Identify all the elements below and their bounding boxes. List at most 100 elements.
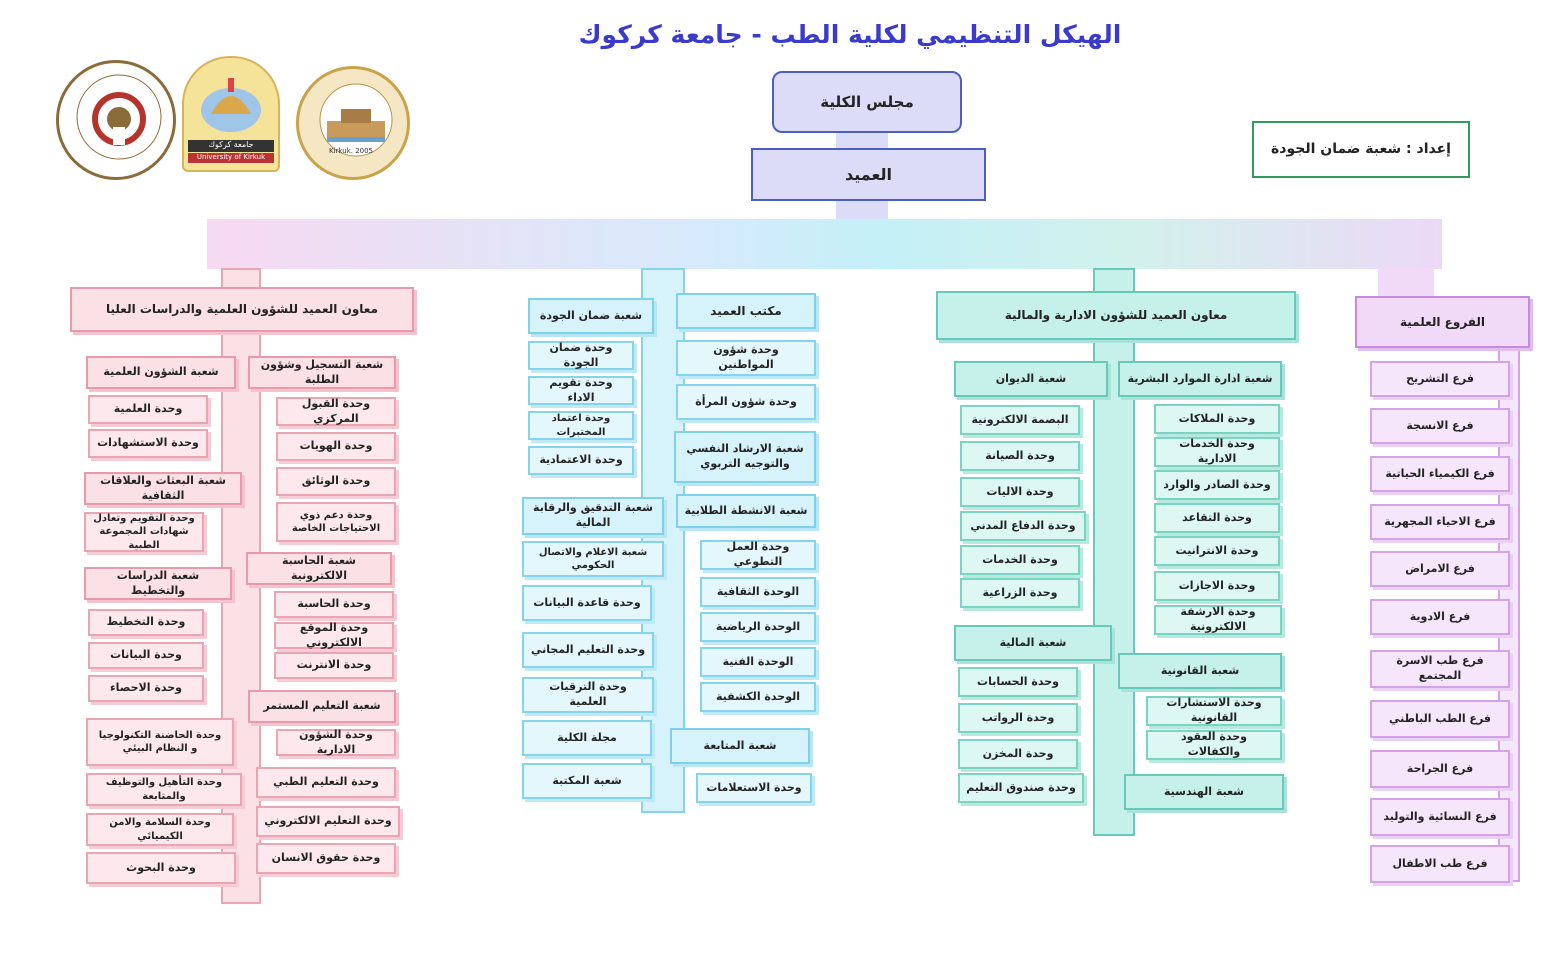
diwan-unit: وحدة الصيانة [960, 441, 1080, 471]
council-box: مجلس الكلية [772, 71, 962, 133]
hr-unit: وحدة الصادر والوارد [1154, 470, 1280, 500]
main-bus [207, 219, 1442, 269]
computer-unit: وحدة الموقع الالكتروني [274, 621, 394, 649]
education-division: شعبة التعليم المستمر [248, 690, 396, 723]
education-unit: وحدة التعليم الطبي [256, 767, 396, 798]
branches-head: الفروع العلمية [1355, 296, 1530, 348]
branch-item: فرع الجراحة [1370, 750, 1510, 788]
medicine-logo-graphic [319, 83, 393, 157]
quality-unit: وحدة ضمان الجودة [528, 341, 634, 370]
hr-unit: وحدة التقاعد [1154, 503, 1280, 533]
quality-division: شعبة ضمان الجودة [528, 298, 654, 334]
quality-unit: وحدة تقويم الاداء [528, 376, 634, 405]
registration-unit: وحدة الهويات [276, 432, 396, 461]
diwan-division: شعبة الديوان [954, 361, 1108, 397]
quality-unit: وحدة اعتماد المختبرات [528, 411, 634, 440]
activities-unit: الوحدة الفنية [700, 647, 816, 677]
followup-unit: وحدة الاستعلامات [696, 773, 812, 803]
legal-unit: وحدة الاستشارات القانونية [1146, 696, 1282, 726]
diwan-unit: وحدة الاليات [960, 477, 1080, 507]
registration-unit: وحدة القبول المركزي [276, 397, 396, 426]
hr-unit: وحدة الانترانيت [1154, 536, 1280, 566]
finance-division: شعبة المالية [954, 625, 1112, 661]
activities-unit: الوحدة الرياضية [700, 612, 816, 642]
hr-division: شعبة ادارة الموارد البشرية [1118, 361, 1282, 397]
diwan-unit: وحدة الزراعية [960, 578, 1080, 608]
branch-item: فرع الكيمياء الحياتية [1370, 456, 1510, 492]
medicine-college-logo: Kirkuk. 2005 [296, 66, 410, 180]
connector-council-dean [836, 132, 888, 152]
studies-division: شعبة الدراسات والتخطيط [84, 567, 232, 600]
diwan-unit: البصمة الالكترونية [960, 405, 1080, 435]
activities-unit: وحدة العمل التطوعي [700, 540, 816, 570]
hr-unit: وحدة الاجازات [1154, 571, 1280, 601]
registration-unit: وحدة دعم ذوي الاحتياجات الخاصة [276, 502, 396, 542]
page-title: الهيكل التنظيمي لكلية الطب - جامعة كركوك [578, 20, 1122, 49]
university-logo: جامعة كركوك University of Kirkuk [182, 56, 280, 172]
diwan-unit: وحدة الدفاع المدني [960, 511, 1086, 541]
hr-unit: وحدة الملاكات [1154, 404, 1280, 434]
ministry-logo [56, 60, 176, 180]
connector-dean-bus [836, 200, 888, 222]
legal-unit: وحدة العقود والكفالات [1146, 730, 1282, 760]
computer-division: شعبة الحاسبة الالكترونية [246, 552, 392, 585]
sci-other-unit: وحدة التأهيل والتوظيف والمتابعة [86, 773, 242, 806]
dean-box: العميد [751, 148, 986, 201]
finance-unit: وحدة المخزن [958, 739, 1078, 769]
dean-office-item: وحدة قاعدة البيانات [522, 585, 652, 621]
branch-item: فرع طب الاسرة المجتمع [1370, 650, 1510, 688]
admin-affairs-head: معاون العميد للشؤون الادارية والمالية [936, 291, 1296, 340]
computer-unit: وحدة الحاسبة [274, 591, 394, 618]
sci-other-unit: وحدة السلامة والامن الكيميائي [86, 813, 234, 846]
sci-other-unit: وحدة الحاضنة التكنولوجيا و النظام البيئي [86, 718, 234, 766]
registration-division: شعبة التسجيل وشؤون الطلبة [248, 356, 396, 389]
audit-division: شعبة التدقيق والرقابة المالية [522, 497, 664, 535]
activities-unit: الوحدة الكشفية [700, 682, 816, 712]
education-unit: وحدة الشؤون الادارية [276, 728, 396, 756]
branch-item: فرع الانسجة [1370, 408, 1510, 444]
branch-item: فرع الاحياء المجهرية [1370, 504, 1510, 540]
activities-division: شعبة الانشطة الطلابية [676, 494, 816, 528]
ministry-logo-graphic [76, 74, 162, 160]
branch-item: فرع الادوية [1370, 599, 1510, 635]
sci-division: شعبة الشؤون العلمية [86, 356, 236, 389]
branch-item: فرع طب الاطفال [1370, 845, 1510, 883]
finance-unit: وحدة صندوق التعليم [958, 773, 1084, 803]
education-unit: وحدة التعليم الالكتروني [256, 806, 400, 837]
education-unit: وحدة حقوق الانسان [256, 843, 396, 874]
dean-office-item: شعبة الاعلام والاتصال الحكومي [522, 541, 664, 577]
dean-office-item: وحدة الترقيات العلمية [522, 677, 654, 713]
university-logo-graphic [201, 78, 261, 132]
quality-unit: وحدة الاعتمادية [528, 446, 634, 475]
guidance-division: شعبة الارشاد النفسي والتوجيه التربوي [674, 431, 816, 483]
sci-unit: وحدة الاستشهادات [88, 429, 208, 458]
followup-division: شعبة المتابعة [670, 728, 810, 764]
sci-other-unit: وحدة البحوث [86, 852, 236, 884]
studies-unit: وحدة الاحصاء [88, 675, 204, 702]
office-unit: وحدة شؤون المواطنين [676, 340, 816, 376]
hr-unit: وحدة الخدمات الادارية [1154, 437, 1280, 467]
studies-unit: وحدة البيانات [88, 642, 204, 669]
legal-division: شعبة القانونية [1118, 653, 1282, 689]
finance-unit: وحدة الرواتب [958, 703, 1078, 733]
office-unit: وحدة شؤون المرأة [676, 384, 816, 420]
university-logo-en: University of Kirkuk [188, 153, 274, 163]
branch-item: فرع النسائية والتوليد [1370, 798, 1510, 836]
medicine-logo-year: Kirkuk. 2005 [329, 147, 374, 155]
diwan-unit: وحدة الخدمات [960, 545, 1080, 575]
dean-office-head: مكتب العميد [676, 293, 816, 329]
branch-item: فرع الطب الباطني [1370, 700, 1510, 738]
activities-unit: الوحدة الثقافية [700, 577, 816, 607]
dean-office-item: شعبة المكتبة [522, 763, 652, 799]
trunk-branches [1378, 268, 1434, 298]
branch-item: فرع الامراض [1370, 551, 1510, 587]
prepared-by-box: إعداد : شعبة ضمان الجودة [1252, 121, 1470, 178]
missions-unit: وحدة التقويم وتعادل شهادات المجموعة الطب… [84, 512, 204, 552]
hr-unit: وحدة الارشفة الالكترونية [1154, 605, 1282, 635]
sci-unit: وحدة العلمية [88, 395, 208, 424]
trunk-admin [1093, 268, 1135, 836]
university-logo-ar: جامعة كركوك [188, 140, 274, 152]
dean-office-item: مجلة الكلية [522, 720, 652, 756]
studies-unit: وحدة التخطيط [88, 609, 204, 636]
engineering-division: شعبة الهندسية [1124, 774, 1284, 810]
